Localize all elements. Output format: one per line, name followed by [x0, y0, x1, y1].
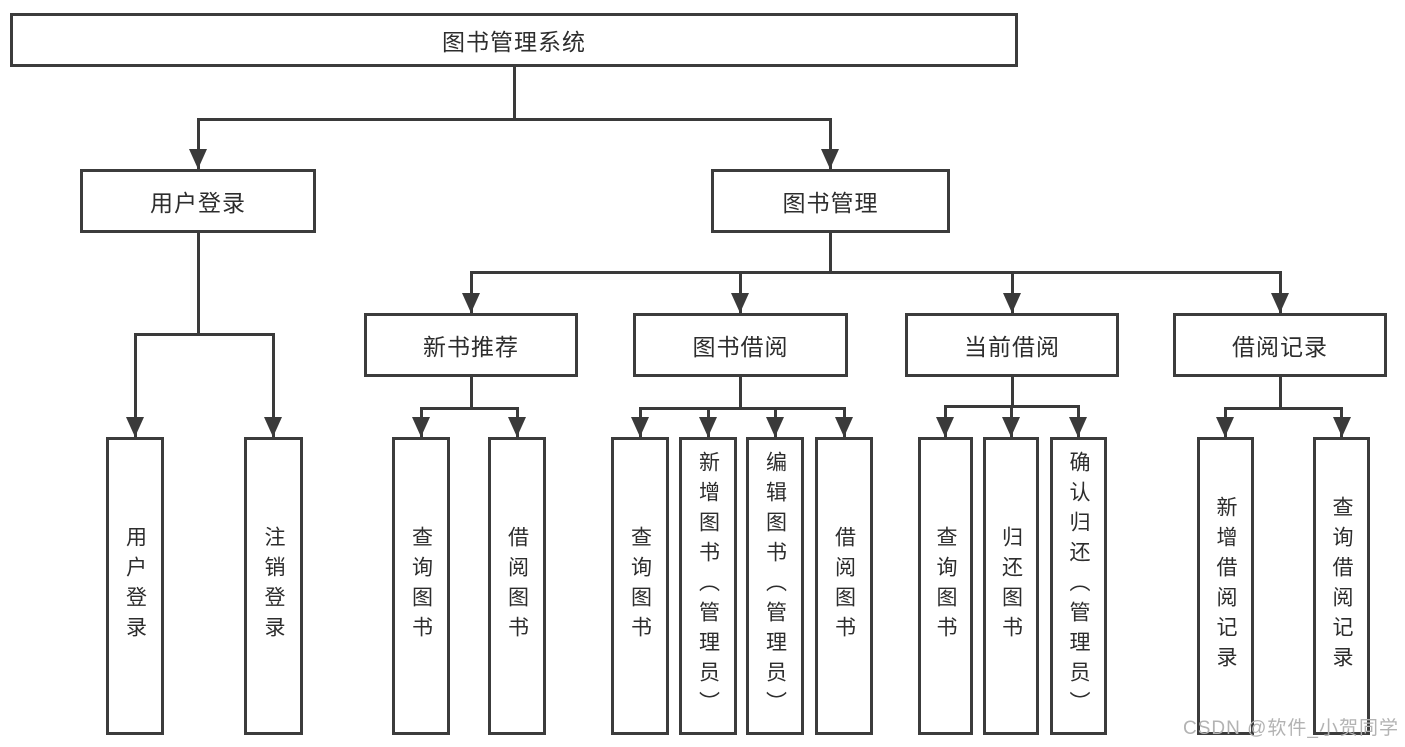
connector-line — [829, 118, 832, 169]
connector-line — [1224, 407, 1343, 410]
leaf-label: 查询借阅记录 — [1330, 496, 1353, 676]
leaf-query-books-borrowing: 查询图书 — [611, 437, 669, 735]
node-label: 当前借阅 — [964, 334, 1060, 360]
leaf-edit-books-admin: 编辑图书（管理员） — [746, 437, 804, 735]
leaf-label: 归还图书 — [999, 526, 1023, 646]
leaf-query-books-recommend: 查询图书 — [392, 437, 450, 735]
connector-line — [197, 233, 200, 335]
arrow-down-icon — [508, 417, 526, 437]
leaf-user-login: 用户登录 — [106, 437, 164, 735]
arrow-down-icon — [821, 149, 839, 169]
leaf-label: 确认归还（管理员） — [1067, 451, 1090, 721]
leaf-query-borrow-record: 查询借阅记录 — [1313, 437, 1370, 735]
arrow-down-icon — [1003, 293, 1021, 313]
leaf-return-books: 归还图书 — [983, 437, 1039, 735]
leaf-label: 查询图书 — [409, 526, 433, 646]
node-current-borrowing: 当前借阅 — [905, 313, 1119, 377]
node-label: 用户登录 — [150, 190, 246, 216]
arrow-down-icon — [936, 417, 954, 437]
arrow-down-icon — [835, 417, 853, 437]
connector-line — [470, 377, 473, 409]
leaf-borrow-books-borrowing: 借阅图书 — [815, 437, 873, 735]
arrow-down-icon — [766, 417, 784, 437]
leaf-label: 注销登录 — [262, 526, 285, 646]
arrow-down-icon — [1216, 417, 1234, 437]
node-label: 新书推荐 — [423, 334, 519, 360]
arrow-down-icon — [631, 417, 649, 437]
leaf-add-borrow-record: 新增借阅记录 — [1197, 437, 1254, 735]
leaf-label: 借阅图书 — [505, 526, 529, 646]
arrow-down-icon — [699, 417, 717, 437]
connector-line — [470, 271, 473, 313]
arrow-down-icon — [1069, 417, 1087, 437]
leaf-label: 查询图书 — [628, 526, 652, 646]
connector-line — [470, 271, 1282, 274]
arrow-down-icon — [1002, 417, 1020, 437]
connector-line — [639, 407, 846, 410]
node-user-login: 用户登录 — [80, 169, 316, 233]
leaf-query-books-current: 查询图书 — [918, 437, 973, 735]
connector-line — [739, 271, 742, 313]
connector-line — [134, 333, 275, 336]
node-label: 图书管理系统 — [442, 29, 586, 55]
arrow-down-icon — [264, 417, 282, 437]
node-label: 借阅记录 — [1232, 334, 1328, 360]
arrow-down-icon — [1333, 417, 1351, 437]
leaf-label: 新增借阅记录 — [1214, 496, 1237, 676]
node-root-library-system: 图书管理系统 — [10, 13, 1018, 67]
csdn-watermark: CSDN @软件_小贺同学 — [1183, 718, 1399, 739]
connector-line — [739, 377, 742, 409]
leaf-borrow-books-recommend: 借阅图书 — [488, 437, 546, 735]
connector-line — [1011, 271, 1014, 313]
connector-line — [1279, 271, 1282, 313]
leaf-add-books-admin: 新增图书（管理员） — [679, 437, 737, 735]
connector-line — [134, 333, 137, 437]
arrow-down-icon — [126, 417, 144, 437]
connector-line — [1011, 377, 1014, 407]
leaf-label: 用户登录 — [123, 526, 147, 646]
connector-line — [197, 118, 200, 169]
node-borrowing-records: 借阅记录 — [1173, 313, 1387, 377]
arrow-down-icon — [731, 293, 749, 313]
node-book-management: 图书管理 — [711, 169, 950, 233]
connector-line — [829, 233, 832, 273]
leaf-label: 编辑图书（管理员） — [763, 451, 787, 721]
node-label: 图书管理 — [782, 190, 879, 216]
leaf-logout: 注销登录 — [244, 437, 303, 735]
leaf-label: 新增图书（管理员） — [696, 451, 720, 721]
leaf-confirm-return-admin: 确认归还（管理员） — [1050, 437, 1107, 735]
arrow-down-icon — [462, 293, 480, 313]
arrow-down-icon — [189, 149, 207, 169]
node-book-borrowing: 图书借阅 — [633, 313, 848, 377]
connector-line — [513, 67, 516, 120]
arrow-down-icon — [412, 417, 430, 437]
leaf-label: 借阅图书 — [832, 526, 856, 646]
connector-line — [1279, 377, 1282, 409]
node-new-book-recommend: 新书推荐 — [364, 313, 578, 377]
connector-line — [420, 407, 519, 410]
connector-line — [272, 333, 275, 437]
connector-line — [197, 118, 832, 121]
arrow-down-icon — [1271, 293, 1289, 313]
leaf-label: 查询图书 — [934, 526, 957, 646]
node-label: 图书借阅 — [692, 334, 789, 360]
